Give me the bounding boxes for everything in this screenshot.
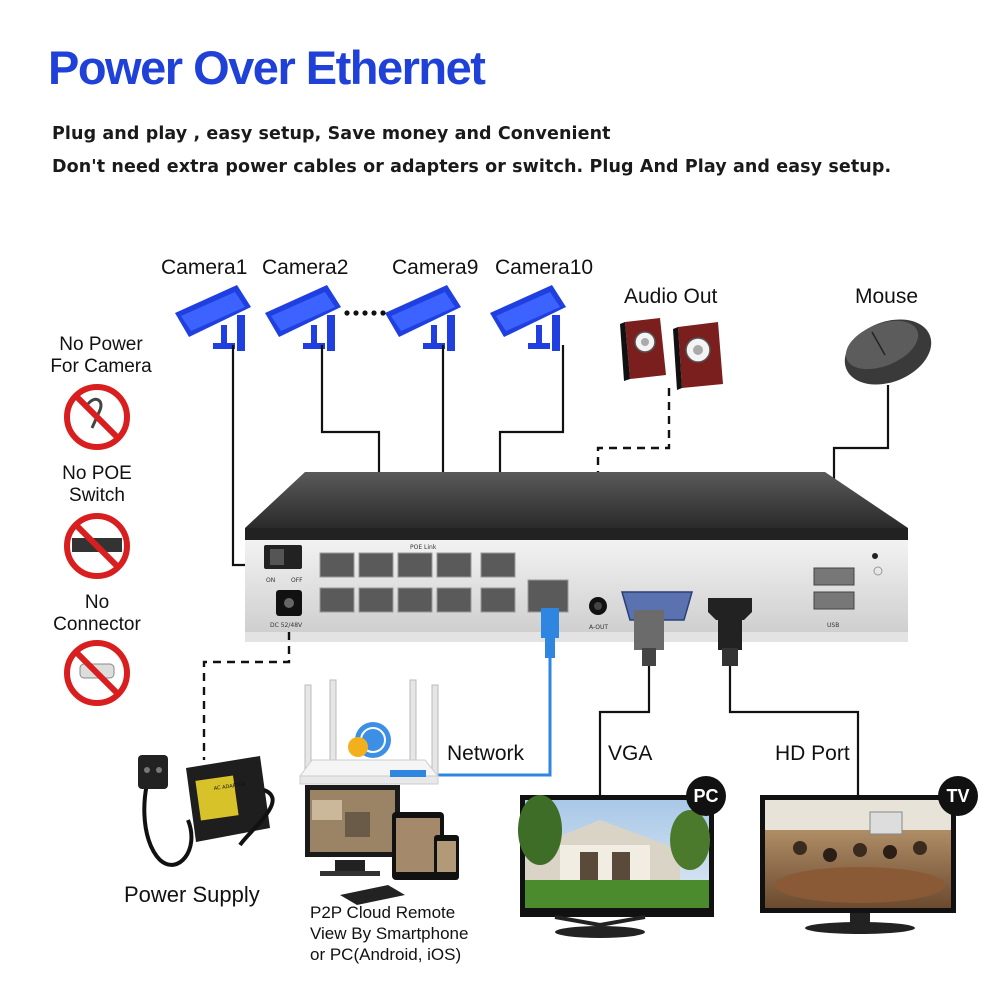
- speaker-icon: [620, 318, 723, 390]
- nvr-usb-label: USB: [827, 622, 839, 629]
- tv-monitor-icon: [760, 795, 956, 934]
- vga-label: VGA: [608, 742, 653, 765]
- vga-cable: [598, 666, 651, 800]
- subtitle-line-2: Don't need extra power cables or adapter…: [52, 157, 892, 177]
- camera-label-1: Camera1: [161, 256, 248, 279]
- camera-label-10: Camera10: [495, 256, 594, 279]
- camera-label-9: Camera9: [392, 256, 479, 279]
- hdmi-cable: [728, 666, 860, 800]
- camera-icon: [265, 285, 341, 351]
- p2p-description: P2P Cloud Remote View By Smartphone or P…: [310, 902, 468, 965]
- network-cable: [428, 658, 552, 777]
- nvr-poe-label: POE Link: [410, 544, 437, 551]
- no-power-line-1: No Power: [59, 334, 143, 355]
- router-icon: [299, 679, 440, 785]
- pc-badge: PC: [686, 776, 726, 816]
- hd-port-label: HD Port: [775, 742, 850, 765]
- nvr-off-label: OFF: [291, 577, 303, 584]
- pc-monitor-icon: [518, 795, 714, 938]
- power-cable: [202, 632, 291, 760]
- vga-plug-icon: [634, 610, 664, 666]
- tv-badge: TV: [938, 776, 978, 816]
- adapter-label: AC ADAPTER: [213, 782, 246, 792]
- network-label: Network: [447, 742, 525, 765]
- power-supply-label: Power Supply: [124, 882, 260, 907]
- nvr-recorder: [245, 472, 908, 642]
- no-poe-label: No POE Switch: [40, 463, 154, 507]
- camera-icon: [385, 285, 461, 351]
- no-poe-switch-icon: [64, 513, 130, 579]
- power-adapter-icon: [138, 755, 275, 867]
- ellipsis-dots: [344, 310, 386, 316]
- mouse-icon: [844, 319, 932, 385]
- p2p-line-3: or PC(Android, iOS): [310, 945, 462, 964]
- nvr-dc-label: DC 52/48V: [270, 622, 303, 629]
- mouse-label: Mouse: [855, 285, 919, 308]
- page-title: Power Over Ethernet: [48, 41, 486, 94]
- no-connector-line-2: Connector: [53, 614, 141, 635]
- nvr-aout-label: A-OUT: [589, 624, 608, 631]
- hdmi-plug-icon: [718, 612, 742, 666]
- no-connector-icon: [64, 640, 130, 706]
- no-camera-power-icon: [64, 384, 130, 450]
- no-poe-line-2: Switch: [69, 485, 125, 506]
- p2p-devices-icon: [305, 785, 459, 905]
- camera-icon: [175, 285, 251, 351]
- camera-icon: [490, 285, 566, 351]
- network-plug-icon: [541, 608, 559, 658]
- no-power-label: No Power For Camera: [40, 334, 162, 378]
- audio-cable: [596, 388, 671, 595]
- camera-label-2: Camera2: [262, 256, 349, 279]
- p2p-line-2: View By Smartphone: [310, 924, 469, 943]
- no-connector-label: No Connector: [40, 592, 154, 636]
- no-power-line-2: For Camera: [50, 356, 152, 377]
- subtitle-line-1: Plug and play , easy setup, Save money a…: [52, 124, 611, 144]
- nvr-on-label: ON: [266, 577, 275, 584]
- no-connector-line-1: No: [84, 592, 110, 613]
- no-poe-line-1: No POE: [62, 463, 132, 484]
- p2p-line-1: P2P Cloud Remote: [310, 903, 456, 922]
- audio-out-label: Audio Out: [624, 285, 718, 308]
